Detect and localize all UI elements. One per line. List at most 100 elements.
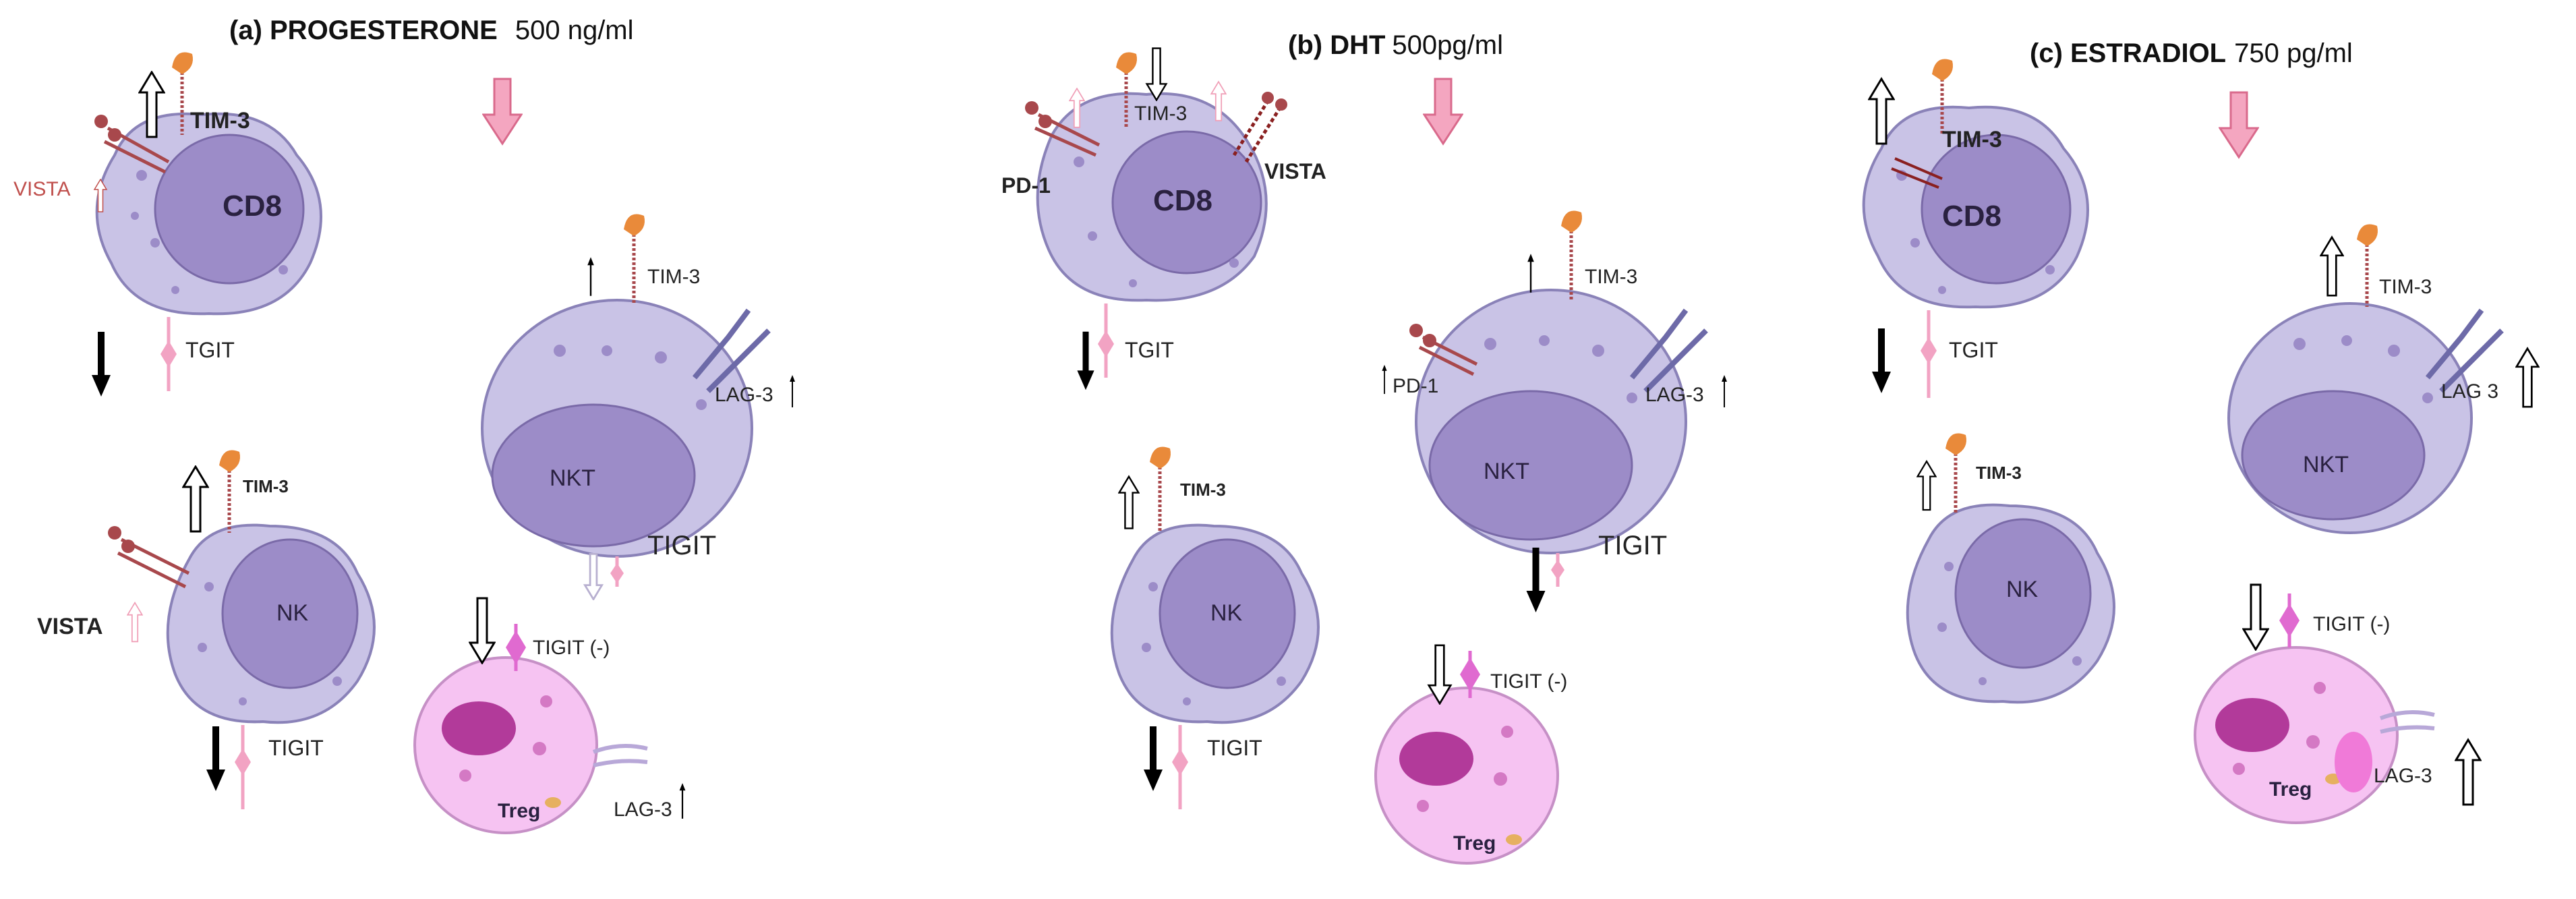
tim3-receptor-b1 bbox=[1116, 52, 1137, 128]
nk-label-b: NK bbox=[1210, 600, 1243, 626]
tigit-label-c1: TGIT bbox=[1949, 338, 1998, 362]
cd8-cell-c: CD8 bbox=[1862, 105, 2089, 309]
cd8-label-c: CD8 bbox=[1942, 200, 2001, 233]
vista-label-a1: VISTA bbox=[13, 178, 70, 200]
tim3-label-a3: TIM-3 bbox=[647, 266, 700, 288]
nk-cell-a: NK bbox=[166, 523, 376, 724]
tim3-up-arrow-b3 bbox=[1527, 254, 1534, 293]
tigit-label-a2: TIGIT bbox=[268, 736, 324, 760]
lag3-up-arrow-b bbox=[1722, 375, 1727, 407]
tim3-label-b2: TIM-3 bbox=[1180, 480, 1226, 500]
tim3-receptor-a1 bbox=[172, 52, 193, 135]
tim3-receptor-b3 bbox=[1561, 210, 1582, 300]
lag3-up-arrow-treg-a bbox=[679, 783, 686, 819]
tigit-down-arrow-c1 bbox=[1872, 328, 1891, 393]
lag3-label-treg-a: LAG-3 bbox=[614, 799, 672, 821]
tigit-down-arrow-a1 bbox=[92, 332, 111, 397]
tim3-label-a2: TIM-3 bbox=[243, 476, 289, 496]
tigit-down-arrow-b1 bbox=[1077, 331, 1094, 390]
pd1-label-b3: PD-1 bbox=[1393, 375, 1438, 397]
vista-receptor-b1 bbox=[1232, 92, 1287, 163]
cd8-cell-b: CD8 bbox=[1036, 92, 1268, 302]
vista-label-a2: VISTA bbox=[37, 614, 103, 639]
tim3-receptor-c3 bbox=[2357, 224, 2378, 307]
tim3-label-c2: TIM-3 bbox=[1976, 463, 2022, 483]
tim3-label-c3: TIM-3 bbox=[2379, 276, 2432, 298]
vista-receptor-a1 bbox=[94, 115, 170, 174]
vista-receptor-a2 bbox=[108, 526, 190, 589]
cd8-label-b: CD8 bbox=[1153, 184, 1212, 217]
lag3-receptor-a bbox=[692, 308, 771, 393]
tim3-down-arrow-b1 bbox=[1146, 47, 1167, 101]
tim3-receptor-c1 bbox=[1932, 59, 1953, 135]
nk-label-a: NK bbox=[276, 600, 309, 626]
tigit-receptor-a3 bbox=[610, 556, 624, 587]
vista-label-b1: VISTA bbox=[1264, 159, 1326, 183]
tim3-up-arrow-a3 bbox=[587, 257, 594, 296]
tigit-down-arrow-a4 bbox=[469, 597, 496, 664]
tim3-label-c1: TIM-3 bbox=[1942, 127, 2002, 152]
lag3-up-arrow-treg-c bbox=[2456, 740, 2480, 805]
pd1-label-b1: PD-1 bbox=[1001, 173, 1051, 198]
tigit-receptor-c4 bbox=[2279, 593, 2300, 647]
tim3-up-arrow-c3 bbox=[2320, 236, 2344, 297]
tigit-down-arrow-a2 bbox=[206, 726, 225, 791]
tigit-down-arrow-b2 bbox=[1144, 726, 1163, 791]
nk-label-c: NK bbox=[2006, 577, 2039, 602]
tigit-down-arrow-c4 bbox=[2242, 583, 2269, 651]
tim3-receptor-b2 bbox=[1150, 446, 1171, 533]
tim3-receptor-a3 bbox=[624, 214, 645, 303]
tim3-receptor-a2 bbox=[219, 450, 240, 533]
pd1-receptor-b3 bbox=[1409, 324, 1478, 376]
lag3-receptor-c bbox=[2425, 308, 2504, 393]
nkt-label-c: NKT bbox=[2303, 452, 2349, 477]
tigit-neg-label-c: TIGIT (-) bbox=[2313, 613, 2390, 635]
lag3-label-b: LAG-3 bbox=[1645, 384, 1704, 406]
treg-label-c: Treg bbox=[2269, 778, 2312, 801]
tim3-label-b1: TIM-3 bbox=[1134, 103, 1187, 125]
tigit-label-b2: TIGIT bbox=[1207, 736, 1262, 760]
tigit-neg-label-b: TIGIT (-) bbox=[1490, 670, 1567, 693]
tigit-receptor-b3 bbox=[1551, 553, 1564, 587]
pd1-receptor-b1 bbox=[1025, 101, 1101, 157]
nkt-label-b: NKT bbox=[1484, 459, 1529, 484]
tim3-up-arrow-a2 bbox=[182, 465, 209, 533]
hormone-arrow-b bbox=[1423, 78, 1463, 145]
vista-up-arrow-a2 bbox=[127, 602, 143, 643]
lag3-label-c: LAG 3 bbox=[2441, 380, 2498, 403]
tigit-receptor-b4 bbox=[1460, 651, 1480, 698]
nkt-cell-a: NKT bbox=[481, 299, 753, 558]
lag3-up-arrow-c bbox=[2515, 347, 2540, 408]
tim3-up-arrow-b2 bbox=[1118, 475, 1140, 530]
tim3-label-a1: TIM-3 bbox=[190, 108, 250, 134]
tim3-receptor-c2 bbox=[1945, 433, 1966, 513]
lag3-receptor-treg-a bbox=[592, 744, 648, 767]
tigit-receptor-c1 bbox=[1921, 310, 1937, 398]
tigit-receptor-a4 bbox=[506, 624, 526, 671]
lag3-receptor-treg-c bbox=[2379, 710, 2435, 734]
treg-label-a: Treg bbox=[498, 800, 540, 822]
treg-cell-c: Treg bbox=[2194, 646, 2399, 824]
hormone-arrow-a bbox=[482, 78, 523, 145]
tigit-label-b1: TGIT bbox=[1125, 338, 1174, 362]
receptor-c1 bbox=[1891, 157, 1943, 189]
lag3-receptor-b bbox=[1629, 308, 1708, 393]
tigit-down-arrow-a3 bbox=[583, 553, 604, 600]
tigit-receptor-a2 bbox=[235, 725, 251, 809]
tim3-label-b3: TIM-3 bbox=[1585, 266, 1637, 288]
tigit-receptor-b2 bbox=[1172, 725, 1188, 809]
treg-cell-b: Treg bbox=[1374, 687, 1559, 865]
treg-label-b: Treg bbox=[1453, 832, 1496, 854]
treg-cell-a: Treg bbox=[413, 656, 598, 834]
nkt-cell-b: NKT bbox=[1415, 289, 1687, 554]
tigit-label-a1: TGIT bbox=[185, 338, 235, 362]
tigit-label-a3: TIGIT bbox=[647, 531, 716, 560]
nk-cell-b: NK bbox=[1110, 523, 1320, 724]
tigit-label-b3: TIGIT bbox=[1598, 531, 1667, 560]
hormone-arrow-c bbox=[2219, 91, 2259, 158]
lag3-label-treg-c: LAG-3 bbox=[2374, 765, 2432, 787]
